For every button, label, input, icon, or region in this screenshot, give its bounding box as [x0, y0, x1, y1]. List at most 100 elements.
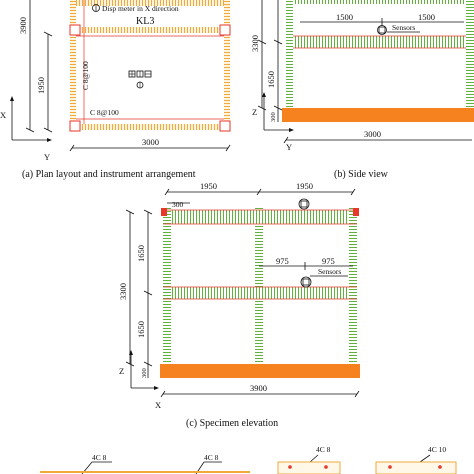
plan-beam-mid: [70, 27, 230, 33]
dim-3300: 3300: [118, 283, 128, 300]
dim-line: [225, 144, 231, 152]
axis-y-label: Y: [286, 142, 292, 152]
plan-column: [219, 120, 231, 132]
sensor-icon: [300, 276, 312, 288]
dim-line: [257, 105, 267, 111]
dim-line: [256, 188, 262, 196]
dim-975-left: 975: [276, 256, 289, 266]
dim-line: [283, 136, 289, 144]
plan-beam-left: [70, 0, 76, 130]
dim-line: [125, 361, 135, 367]
dim-line: [143, 209, 153, 215]
plan-caption: (a) Plan layout and instrument arrangeme…: [22, 169, 196, 180]
axis-arrowhead: [154, 386, 159, 390]
side-column-left: [286, 0, 293, 108]
rebar-label-top: C 8@100: [81, 61, 90, 90]
section-1-label: 4C 8: [92, 453, 107, 462]
dim-line: [160, 390, 166, 398]
dim-975-right: 975: [322, 256, 335, 266]
dim-1950-right: 1950: [296, 181, 313, 191]
section-leader: [309, 454, 319, 463]
elev-column-right: [349, 208, 357, 364]
axis-y-label: Y: [44, 152, 50, 162]
sensor-icon: [298, 198, 310, 210]
dim-1500-left: 1500: [336, 12, 353, 22]
axis-z-label: Z: [119, 366, 124, 376]
rebar-dot: [388, 465, 392, 469]
plan-beam-bottom: [70, 124, 230, 130]
axis-arrowhead: [10, 96, 14, 101]
dim-line: [69, 144, 75, 152]
dim-line: [273, 105, 283, 111]
dim-1650: 1650: [266, 71, 276, 88]
axis-x-label: X: [155, 400, 161, 410]
section-details: 4C 8 4C 8 4C 8 4C 10: [40, 445, 457, 474]
sensors-label: Sensors: [392, 23, 415, 32]
elev-foundation: [160, 364, 360, 378]
dim-1650-bottom: 1650: [136, 321, 146, 338]
plan-column: [219, 24, 231, 36]
side-slab: [293, 36, 466, 48]
sensor-icon: [378, 26, 386, 34]
elev-column-left: [163, 208, 171, 364]
sensor-icon: [302, 278, 310, 286]
side-view: 1500 1500 Sensors 3300 1650 300 3000 Z Y…: [250, 0, 474, 180]
dim-3900: 3900: [18, 17, 28, 34]
plan-column: [69, 24, 81, 36]
elev-joint: [161, 208, 167, 216]
dim-300-bottom: 300: [141, 368, 148, 378]
rebar-label-bottom: C 8@100: [90, 108, 119, 117]
dim-line: [350, 188, 356, 196]
disp-meter-icon: [92, 4, 100, 12]
elev-mid-beam: [171, 287, 349, 299]
dim-line: [25, 127, 35, 133]
elev-column-mid: [255, 208, 263, 364]
elev-joint: [353, 208, 359, 216]
axis-arrowhead: [129, 350, 133, 355]
side-top-beam: [293, 0, 466, 4]
dim-1650-top: 1650: [136, 245, 146, 262]
dim-3000: 3000: [142, 137, 159, 147]
dim-line: [257, 39, 267, 45]
section-4-outline: [375, 461, 457, 474]
axis-arrowhead: [262, 92, 266, 97]
dim-line: [125, 209, 135, 215]
disp-meter-legend: Disp meter in X direction: [102, 4, 179, 13]
dim-1950: 1950: [36, 77, 46, 94]
elev-sensors-label: Sensors: [318, 267, 341, 276]
rebar-dot: [438, 465, 442, 469]
section-4-label: 4C 10: [428, 445, 446, 454]
plan-view: Disp meter in X direction KL3 C 8@100 C …: [0, 0, 231, 180]
side-caption: (b) Side view: [334, 169, 389, 180]
axis-arrowhead: [289, 128, 294, 132]
dim-3900: 3900: [250, 383, 267, 393]
dim-line: [43, 31, 53, 37]
side-foundation: [282, 108, 474, 122]
dim-300: 300: [270, 112, 277, 122]
elevation-view: 1950 1950 300 975 975 Sensors 3300 1650 …: [118, 181, 360, 429]
dim-line: [143, 290, 153, 296]
dim-1950-left: 1950: [200, 181, 217, 191]
dim-3300: 3300: [250, 35, 260, 52]
section-3-outline: [277, 461, 341, 474]
axis-x-label: X: [0, 110, 6, 120]
section-3-label: 4C 8: [316, 445, 331, 454]
elevation-caption: (c) Specimen elevation: [186, 418, 278, 429]
dim-1500-right: 1500: [418, 12, 435, 22]
rebar-dot: [324, 465, 328, 469]
side-column-right: [466, 0, 474, 108]
elev-top-beam: [171, 210, 349, 224]
dim-line: [164, 188, 170, 196]
plan-beam-label: KL3: [136, 16, 154, 27]
plan-beam-right: [224, 0, 230, 130]
section-leader: [419, 454, 431, 463]
dim-300-top: 300: [172, 200, 184, 209]
sensor-icon: [300, 200, 308, 208]
dim-line: [143, 361, 153, 367]
section-2-label: 4C 8: [204, 453, 219, 462]
axis-arrowhead: [47, 138, 52, 142]
rebar-dot: [288, 465, 292, 469]
plan-beam-top: [70, 0, 230, 6]
dim-line: [43, 127, 53, 133]
